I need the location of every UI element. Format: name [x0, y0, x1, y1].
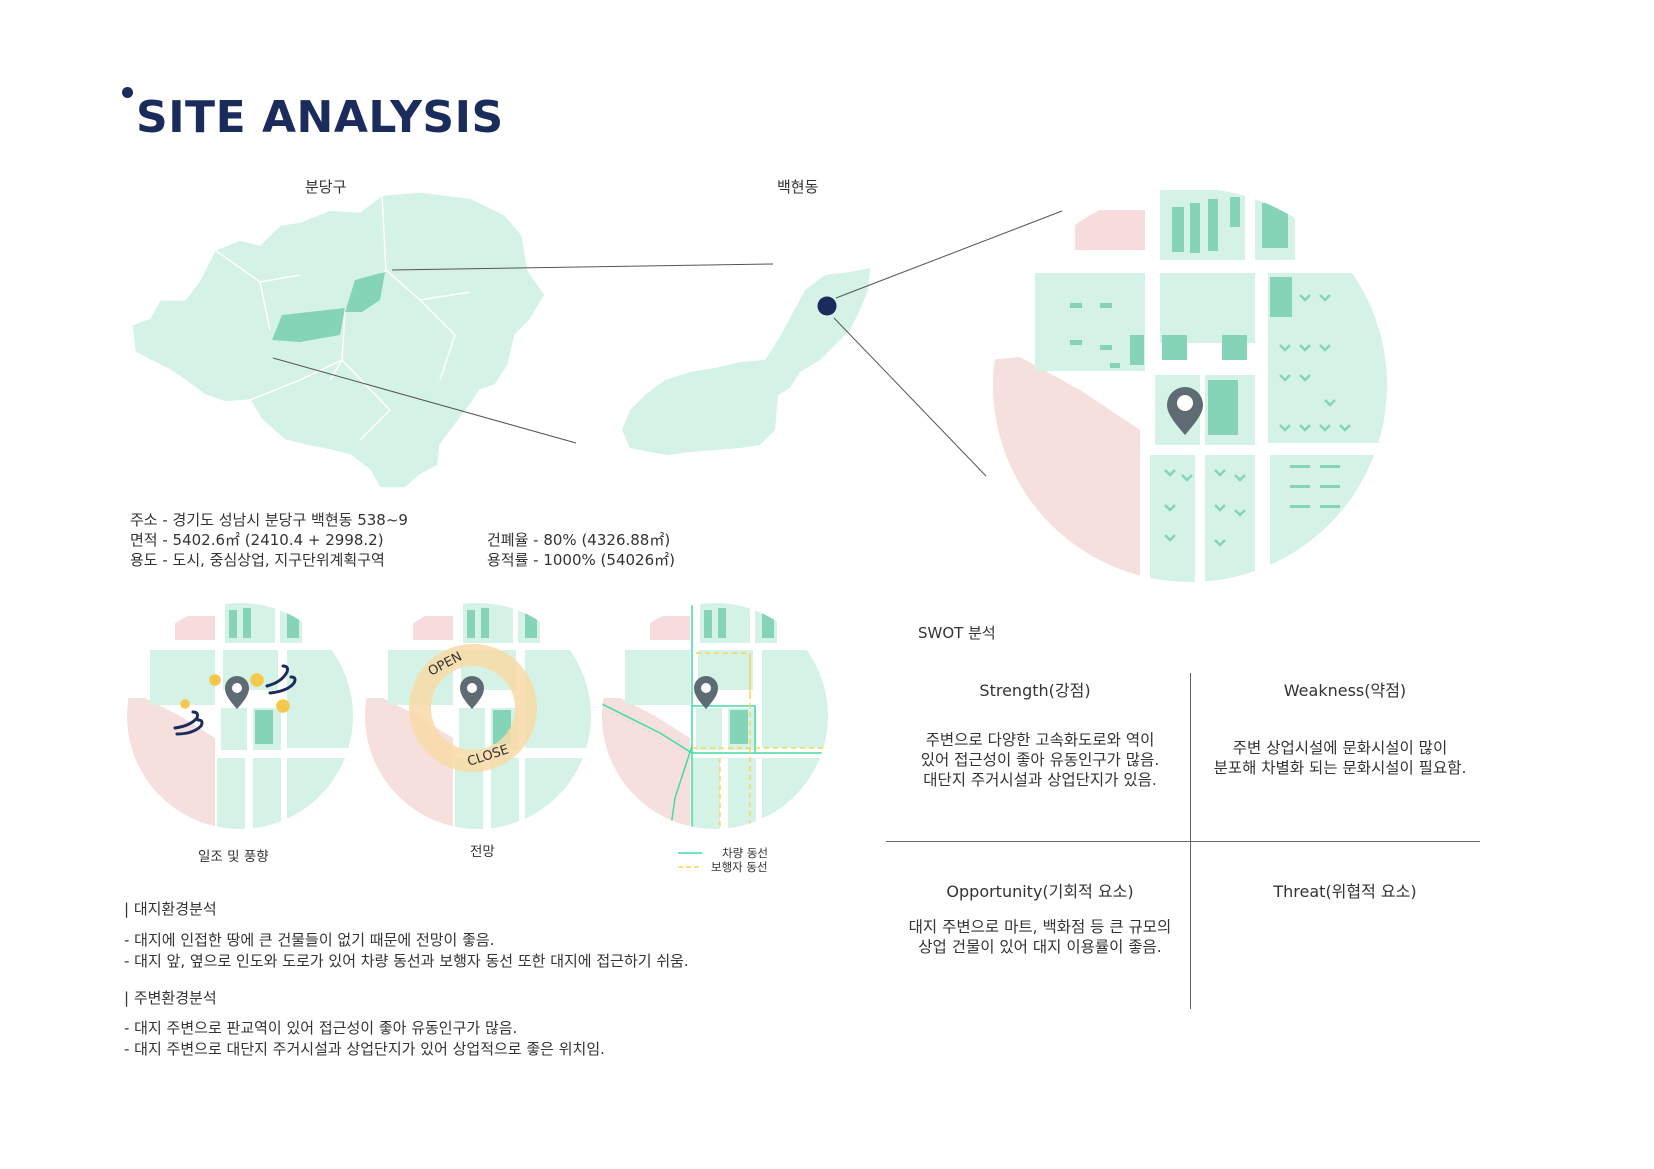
- legend-pedestrian: 보행자 동선: [711, 860, 768, 874]
- site-address: 주소 - 경기도 성남시 분당구 백현동 538~9: [130, 511, 408, 529]
- swot-strength-line: 주변으로 다양한 고속화도로와 역이: [925, 731, 1155, 749]
- view-caption: 전망: [470, 844, 495, 860]
- dong-map-label: 백현동: [777, 178, 819, 196]
- page-title: SITE ANALYSIS: [136, 92, 504, 143]
- swot-opportunity-line: 대지 주변으로 마트, 백화점 등 큰 규모의: [908, 918, 1172, 936]
- map-pin-icon: [694, 676, 718, 709]
- site-ratio-block: 건폐율 - 80% (4326.88㎡) 용적률 - 1000% (54026㎡…: [487, 530, 675, 570]
- map-pin-icon: [225, 676, 249, 709]
- title-bullet-dot: [122, 87, 133, 98]
- swot-strength-body: 주변으로 다양한 고속화도로와 역이 있어 접근성이 좋아 유동인구가 많음. …: [895, 730, 1185, 790]
- site-env-line-2: - 대지 앞, 옆으로 인도와 도로가 있어 차량 동선과 보행자 동선 또한 …: [124, 952, 689, 970]
- view-diagram: OPEN CLOSE: [365, 603, 591, 829]
- site-zoom-map: [993, 188, 1387, 582]
- swot-weakness-line: 분포해 차별화 되는 문화시설이 필요함.: [1213, 759, 1467, 777]
- swot-opportunity-heading: Opportunity(기회적 요소): [946, 882, 1134, 901]
- site-zoning: 용도 - 도시, 중심상업, 지구단위계획구역: [130, 551, 385, 569]
- map-pin-icon: [460, 676, 484, 709]
- site-info-block: 주소 - 경기도 성남시 분당구 백현동 538~9 면적 - 5402.6㎡ …: [130, 510, 408, 570]
- surround-env-list: - 대지 주변으로 판교역이 있어 접근성이 좋아 유동인구가 많음. - 대지…: [124, 1018, 605, 1060]
- bundang-district-map: [131, 191, 546, 489]
- sunlight-wind-caption: 일조 및 풍향: [198, 849, 269, 865]
- swot-opportunity-body: 대지 주변으로 마트, 백화점 등 큰 규모의 상업 건물이 있어 대지 이용률…: [895, 917, 1185, 957]
- baekhyeon-dong-map: [622, 268, 870, 455]
- wind-icon: [173, 664, 297, 736]
- sunlight-wind-diagram: [127, 603, 353, 829]
- district-map-label: 분당구: [305, 178, 347, 196]
- swot-threat-heading: Threat(위협적 요소): [1273, 882, 1417, 901]
- swot-weakness-body: 주변 상업시설에 문화시설이 많이 분포해 차별화 되는 문화시설이 필요함.: [1195, 738, 1485, 778]
- building-coverage-ratio: 건폐율 - 80% (4326.88㎡): [487, 531, 671, 549]
- view-ring: [409, 644, 537, 772]
- swot-weakness-heading: Weakness(약점): [1283, 681, 1407, 700]
- sun-icon: [180, 673, 290, 713]
- swot-weakness-line: 주변 상업시설에 문화시설이 많이: [1232, 739, 1448, 757]
- swot-horizontal-divider: [886, 841, 1480, 842]
- circulation-legend-lines: [678, 852, 702, 868]
- floor-area-ratio: 용적률 - 1000% (54026㎡): [487, 551, 675, 569]
- site-env-list: - 대지에 인접한 땅에 큰 건물들이 없기 때문에 전망이 좋음. - 대지 …: [124, 930, 689, 972]
- site-env-heading: | 대지환경분석: [124, 900, 217, 918]
- swot-title: SWOT 분석: [918, 624, 996, 642]
- site-area: 면적 - 5402.6㎡ (2410.4 + 2998.2): [130, 531, 384, 549]
- swot-opportunity-line: 상업 건물이 있어 대지 이용률이 좋음.: [918, 938, 1162, 956]
- surround-env-heading: | 주변환경분석: [124, 989, 217, 1007]
- swot-strength-line: 대단지 주거시설과 상업단지가 있음.: [923, 771, 1157, 789]
- site-location-dot: [817, 296, 837, 316]
- surround-env-line-1: - 대지 주변으로 판교역이 있어 접근성이 좋아 유동인구가 많음.: [124, 1019, 518, 1037]
- circulation-diagram: [602, 603, 828, 829]
- map-pin-icon: [1167, 387, 1203, 435]
- surround-env-line-2: - 대지 주변으로 대단지 주거시설과 상업단지가 있어 상업적으로 좋은 위치…: [124, 1040, 605, 1058]
- swot-strength-line: 있어 접근성이 좋아 유동인구가 많음.: [920, 751, 1160, 769]
- site-env-line-1: - 대지에 인접한 땅에 큰 건물들이 없기 때문에 전망이 좋음.: [124, 931, 495, 949]
- legend-vehicle: 차량 동선: [722, 846, 768, 860]
- swot-strength-heading: Strength(강점): [979, 681, 1091, 700]
- location-maps: [131, 191, 1063, 489]
